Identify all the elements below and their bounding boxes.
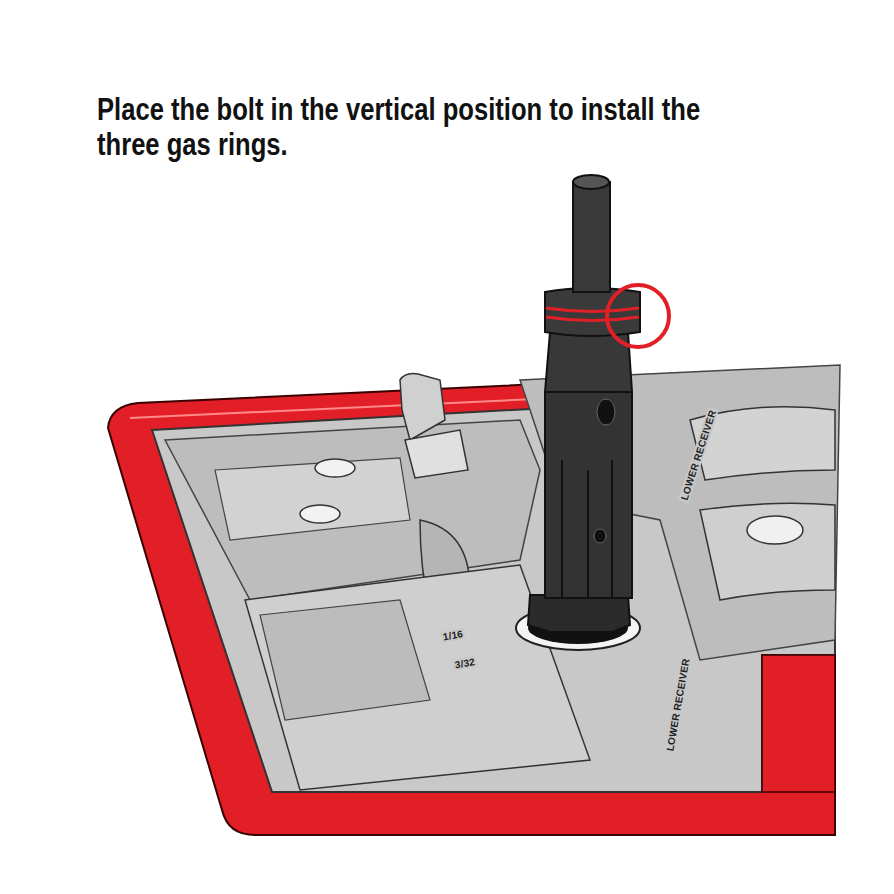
bolt-part — [546, 317, 639, 321]
bench-tray-part — [747, 516, 803, 544]
callout-circle — [607, 285, 669, 347]
bench-tray-part — [400, 374, 445, 440]
bolt-part — [546, 308, 639, 312]
bolt-part — [573, 182, 610, 292]
bolt-part — [545, 288, 640, 336]
bench-tray-part — [315, 459, 355, 477]
bench-tray-part — [762, 655, 835, 792]
bench-tray — [108, 365, 840, 835]
bolt-part — [545, 392, 632, 598]
bolt-part — [528, 595, 630, 632]
bench-tray-part — [405, 430, 468, 478]
bench-tray-part — [520, 365, 840, 660]
bench-tray-part — [215, 458, 410, 540]
bolt — [516, 175, 640, 650]
bolt-part — [562, 460, 612, 598]
bench-tray-part — [300, 505, 340, 523]
bolt-part — [594, 529, 606, 543]
bench-tray-part — [260, 600, 430, 720]
bolt-part — [573, 175, 609, 189]
bench-tray-part — [700, 503, 835, 600]
bench-tray-part — [152, 392, 835, 792]
heading: Place the bolt in the vertical position … — [97, 92, 705, 161]
bolt-part — [597, 399, 615, 425]
